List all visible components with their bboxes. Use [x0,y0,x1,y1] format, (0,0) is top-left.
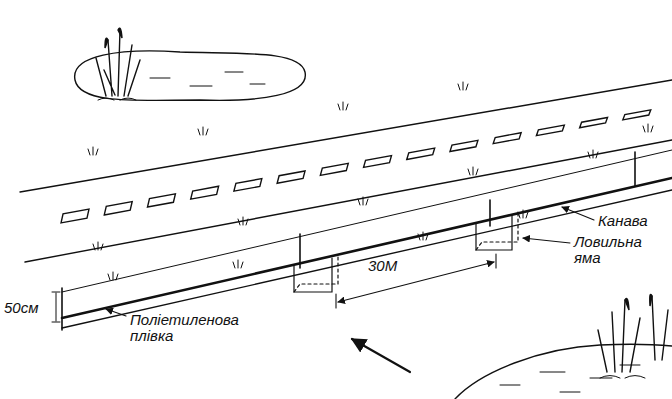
dash [61,209,89,223]
grass-tuft [88,147,98,155]
ditch-edge [62,190,672,328]
grass-tuft [233,260,243,268]
center-line [61,110,651,223]
grass-tuft [458,82,468,90]
dash [450,140,478,151]
grass-tuft [93,242,103,250]
label: Канава [598,213,668,229]
grass-tuft [358,197,368,205]
label: 30М [368,258,418,274]
leader-arrow [523,238,570,243]
dash [277,171,305,183]
leader-arrow [562,207,594,220]
dash [234,179,262,192]
grass-tuft [468,167,478,175]
film-top [62,150,672,292]
dash [364,156,392,168]
dash [407,148,435,159]
reeds [598,294,668,378]
label: Ловильна яма [574,234,658,266]
grass-tuft [338,102,348,110]
leader-arrow [106,309,126,316]
dimension-line [52,292,60,322]
grass-tuft [238,217,248,225]
film-ditch [62,178,672,318]
dash [493,133,521,144]
grass [88,82,653,280]
catch-pit [294,214,518,292]
reeds [96,28,140,100]
label: 50см [4,300,52,316]
dash [536,125,564,136]
road-edge [20,80,672,192]
grass-tuft [198,127,208,135]
flow-arrow [352,339,410,372]
pond [455,344,672,399]
dash [191,186,219,199]
posts [62,152,635,330]
dash [104,202,132,215]
label: Поліетиленова плівка [130,312,250,344]
dash [623,110,651,120]
dimension-line [336,254,496,308]
grass-tuft [588,150,598,158]
grass-tuft [643,124,653,132]
dash [580,117,608,127]
dash [320,163,348,175]
dash [147,194,175,207]
